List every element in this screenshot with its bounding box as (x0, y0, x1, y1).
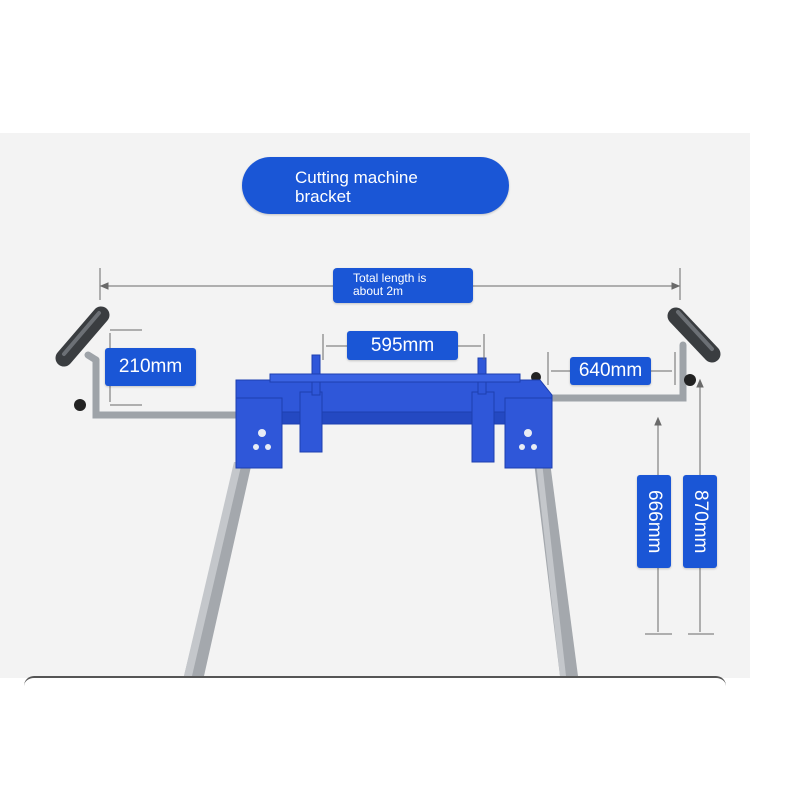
left-roller (55, 306, 110, 367)
total-length-line-2: about 2m (353, 284, 404, 298)
title-label: Cutting machine bracket (242, 157, 509, 214)
total-length-label: Total length is about 2m (333, 268, 473, 303)
title-line-1: Cutting machine (295, 168, 418, 187)
stand-legs (184, 462, 578, 676)
right-extension-arm (541, 341, 687, 402)
frame-holes (253, 429, 537, 450)
dimension-inner-width: 595mm (347, 331, 458, 360)
left-lock-knob (74, 399, 86, 411)
dimension-table-height: 666mm (637, 475, 671, 568)
right-lock-knob (684, 374, 696, 386)
dimension-table-height-text: 666mm (644, 489, 665, 554)
dimension-height-arm: 210mm (105, 348, 196, 386)
blue-main-frame (235, 354, 553, 469)
bottom-divider (24, 676, 726, 692)
total-length-line-1: Total length is (353, 271, 427, 285)
right-roller (667, 307, 721, 363)
dimension-lines (99, 268, 714, 635)
dimension-total-height-text: 870mm (690, 489, 711, 554)
dimension-total-height: 870mm (683, 475, 717, 568)
title-line-2: bracket (295, 187, 351, 206)
dimension-extension: 640mm (570, 357, 651, 385)
left-extension-arm (84, 351, 244, 419)
